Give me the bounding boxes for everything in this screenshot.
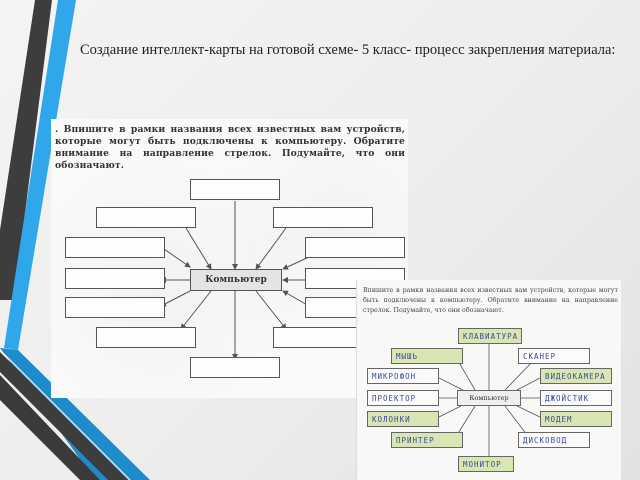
- center-node-computer: Компьютер: [190, 269, 282, 291]
- empty-answer-box[interactable]: [65, 237, 165, 258]
- device-box-keyboard: КЛАВИАТУРА: [458, 328, 522, 344]
- device-box-printer: ПРИНТЕР: [391, 432, 463, 448]
- connector-lines: [436, 344, 543, 458]
- filled-mind-map-worksheet: Впишите в рамки названия всех известных …: [356, 280, 621, 480]
- empty-answer-box[interactable]: [65, 268, 165, 289]
- worksheet-instruction: . Впишите в рамки названия всех известны…: [55, 124, 405, 171]
- center-node-computer: Компьютер: [457, 390, 521, 406]
- device-box-projector: ПРОЕКТОР: [367, 390, 439, 406]
- device-box-monitor: МОНИТОР: [458, 456, 514, 472]
- empty-answer-box[interactable]: [305, 237, 405, 258]
- worksheet-instruction: Впишите в рамки названия всех известных …: [363, 287, 618, 314]
- connector-arrows: [160, 201, 310, 360]
- empty-answer-box[interactable]: [65, 297, 165, 318]
- device-box-videocamera: ВИДЕОКАМЕРА: [540, 368, 612, 384]
- device-box-scanner: СКАНЕР: [518, 348, 590, 364]
- device-box-microphone: МИКРОФОН: [367, 368, 439, 384]
- slide-title: Создание интеллект-карты на готовой схем…: [80, 42, 616, 58]
- device-box-mouse: МЫШЬ: [391, 348, 463, 364]
- empty-answer-box[interactable]: [96, 207, 196, 228]
- empty-answer-box[interactable]: [273, 207, 373, 228]
- blank-mind-map-worksheet: . Впишите в рамки названия всех известны…: [51, 119, 408, 398]
- device-box-disk-drive: ДИСКОВОД: [518, 432, 590, 448]
- device-box-speakers: КОЛОНКИ: [367, 411, 439, 427]
- empty-answer-box[interactable]: [190, 179, 280, 200]
- empty-answer-box[interactable]: [190, 357, 280, 378]
- empty-answer-box[interactable]: [96, 327, 196, 348]
- device-box-joystick: ДЖОЙСТИК: [540, 390, 612, 406]
- device-box-modem: МОДЕМ: [540, 411, 612, 427]
